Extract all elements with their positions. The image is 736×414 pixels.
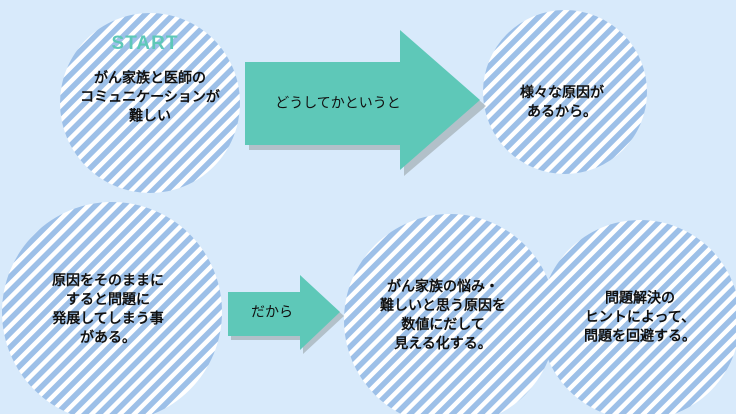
arrow-2 — [228, 275, 340, 350]
node-circle-4 — [344, 214, 556, 414]
node-text-1: がん家族と医師の コミュニケーションが 難しい — [80, 70, 220, 125]
node-text-4: がん家族の悩み・ 難しいと思う原因を 数値にだして 見える化する。 — [380, 279, 506, 352]
node-circle-5 — [540, 220, 736, 414]
start-label: START — [111, 33, 179, 54]
node-circle-3 — [2, 202, 222, 414]
node-circle-1 — [60, 13, 240, 193]
node-text-2: 様々な原因が あるから。 — [520, 85, 604, 120]
node-text-5: 問題解決の ヒントによって、 問題を回避する。 — [584, 290, 696, 345]
arrow-label-2: だから — [251, 304, 293, 321]
node-text-3: 原因をそのままに すると問題に 発展してしまう事 がある。 — [52, 273, 164, 346]
arrow-label-1: どうしてかというと — [275, 95, 401, 112]
arrow-1 — [245, 30, 480, 170]
node-circle-2 — [483, 10, 647, 174]
